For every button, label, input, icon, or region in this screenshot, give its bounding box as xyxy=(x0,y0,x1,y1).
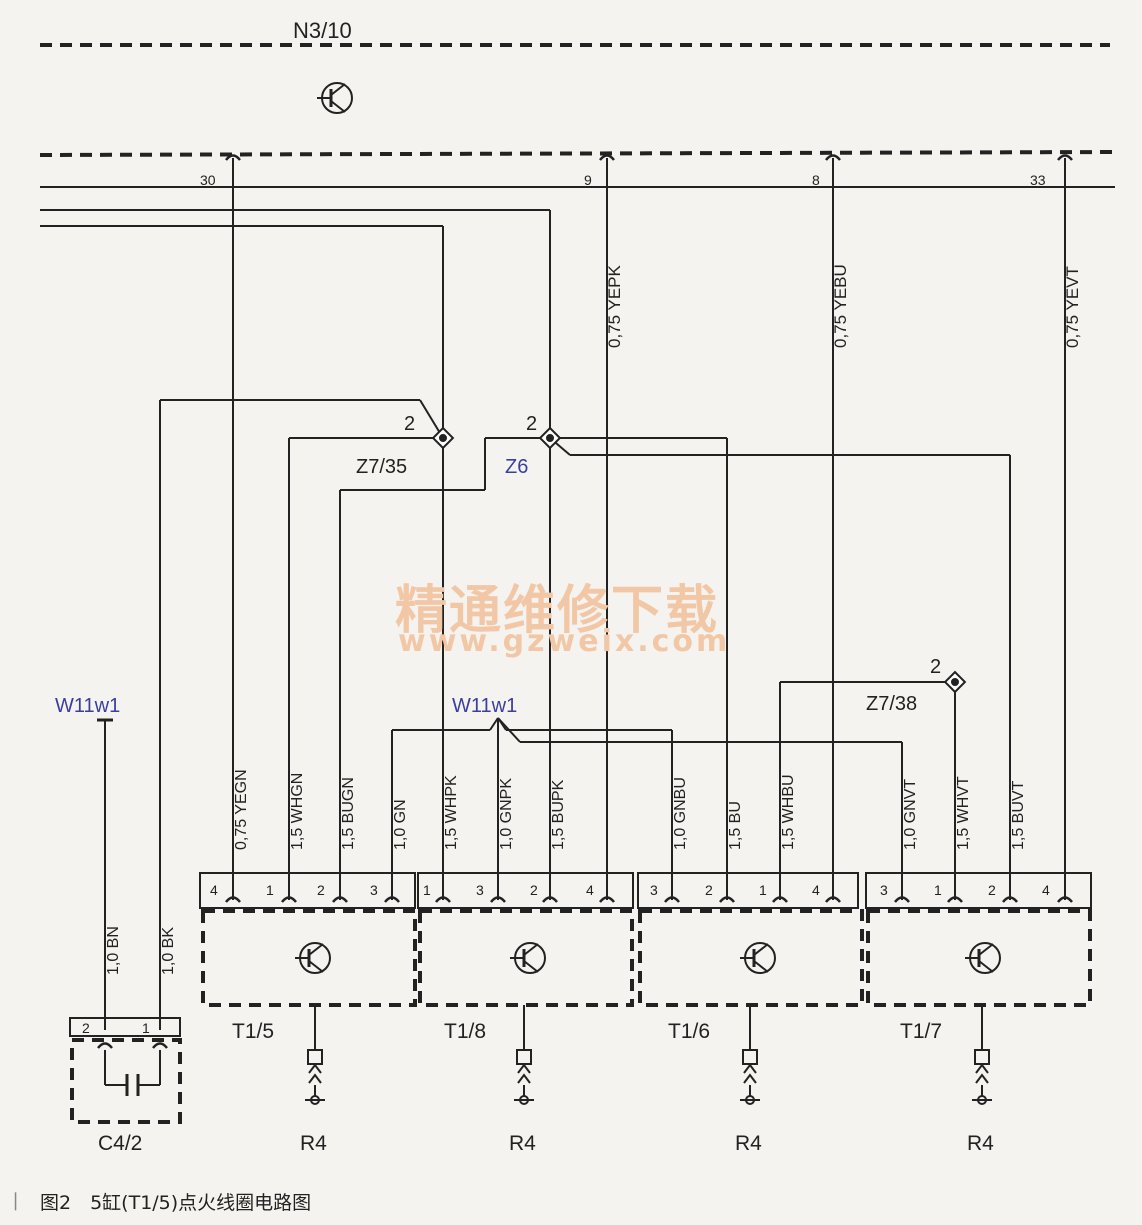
figure-caption: 图2 5缸(T1/5)点火线圈电路图 xyxy=(40,1192,312,1214)
wire-label: 1,5 WHGN xyxy=(289,773,306,850)
pin-label: 33 xyxy=(1030,172,1046,188)
wire-label: 1,0 GNVT xyxy=(902,779,919,850)
pin-label: 8 xyxy=(812,172,820,188)
splice-label-z6: Z6 xyxy=(505,456,528,478)
wire-label: 0,75 YEVT xyxy=(1063,266,1082,348)
coil-pin-number: 3 xyxy=(650,882,658,898)
wire-label: 0,75 YEPK xyxy=(605,264,624,348)
watermark-url: www.gzweix.com xyxy=(398,624,731,659)
coil-pin-number: 1 xyxy=(934,882,942,898)
spark-plug-icon xyxy=(740,1005,760,1105)
coil-t1-8-transistor-icon xyxy=(510,942,546,974)
coil-label: T1/5 xyxy=(232,1020,274,1043)
splice-number: 2 xyxy=(930,656,941,678)
coil-label: T1/8 xyxy=(444,1020,486,1043)
wire-label: 1,0 GN xyxy=(392,799,409,850)
coil-pin-number: 1 xyxy=(423,882,431,898)
splice-number: 2 xyxy=(526,413,537,435)
coil-pin-number: 1 xyxy=(759,882,767,898)
spark-plug-label: R4 xyxy=(509,1132,536,1155)
coil-pin-number: 4 xyxy=(586,882,594,898)
coil-pin-number: 3 xyxy=(880,882,888,898)
wire-label: 1,5 WHPK xyxy=(443,775,460,850)
splice-number: 2 xyxy=(404,413,415,435)
splice-z7-38-icon xyxy=(943,670,967,694)
wire-label: 1,0 GNBU xyxy=(672,777,689,850)
n3-10-bottom-border xyxy=(39,150,1119,157)
shield-label: W11w1 xyxy=(452,695,517,717)
coil-t1-7-transistor-icon xyxy=(965,942,1001,974)
wire-label: 1,5 WHBU xyxy=(780,774,797,850)
capacitor-pin-number: 1 xyxy=(142,1020,150,1036)
splice-z6-icon xyxy=(538,426,562,450)
wire-label: 1,0 BN xyxy=(105,926,122,975)
coil-pin-number: 4 xyxy=(1042,882,1050,898)
spark-plug-icon xyxy=(514,1005,534,1105)
splice-z7-35-icon xyxy=(431,426,455,450)
coil-box-t1-5 xyxy=(201,909,417,1007)
coil-t1-6-transistor-icon xyxy=(740,942,776,974)
wire-label: 0,75 YEGN xyxy=(233,769,250,850)
capacitor-label: C4/2 xyxy=(98,1132,142,1155)
coil-pin-number: 2 xyxy=(705,882,713,898)
splice-label-z7-35: Z7/35 xyxy=(356,456,407,478)
coil-pin-number: 1 xyxy=(266,882,274,898)
coil-box-t1-8 xyxy=(418,909,634,1007)
capacitor-box-c4-2 xyxy=(70,1038,182,1124)
coil-pin-number: 4 xyxy=(210,882,218,898)
coil-box-t1-7 xyxy=(866,909,1092,1007)
watermark-text: 精通维修下载 xyxy=(395,581,720,641)
shield-label: W11w1 xyxy=(55,695,120,717)
capacitor-pin-number: 2 xyxy=(82,1020,90,1036)
splice-label-z7-38: Z7/38 xyxy=(866,693,917,715)
spark-plug-icon xyxy=(305,1005,325,1105)
wire-label: 0,75 YEBU xyxy=(831,264,850,348)
coil-label: T1/7 xyxy=(900,1020,942,1043)
spark-plug-icon xyxy=(972,1005,992,1105)
coil-pin-number: 2 xyxy=(530,882,538,898)
coil-pin-number: 2 xyxy=(988,882,996,898)
wire-label: 1,5 WHVT xyxy=(955,776,972,850)
coil-pin-number: 3 xyxy=(476,882,484,898)
wire-label: 1,0 GNPK xyxy=(498,778,515,850)
caption-mark-icon: ❘ xyxy=(8,1190,24,1210)
module-label: N3/10 xyxy=(293,18,352,43)
spark-plug-label: R4 xyxy=(300,1132,327,1155)
coil-t1-5-transistor-icon xyxy=(295,942,331,974)
wire-label: 1,0 BK xyxy=(160,927,177,975)
wire-label: 1,5 BU xyxy=(727,801,744,850)
wire-label: 1,5 BUGN xyxy=(340,777,357,850)
n3-10-transistor-icon xyxy=(317,82,353,114)
pin-label: 30 xyxy=(200,172,216,188)
coil-label: T1/6 xyxy=(668,1020,710,1043)
pin-label: 9 xyxy=(584,172,592,188)
wire-label: 1,5 BUVT xyxy=(1010,780,1027,850)
coil-pin-number: 3 xyxy=(370,882,378,898)
spark-plug-label: R4 xyxy=(735,1132,762,1155)
spark-plug-label: R4 xyxy=(967,1132,994,1155)
coil-pin-number: 4 xyxy=(812,882,820,898)
wire-label: 1,5 BUPK xyxy=(550,779,567,850)
coil-pin-number: 2 xyxy=(317,882,325,898)
